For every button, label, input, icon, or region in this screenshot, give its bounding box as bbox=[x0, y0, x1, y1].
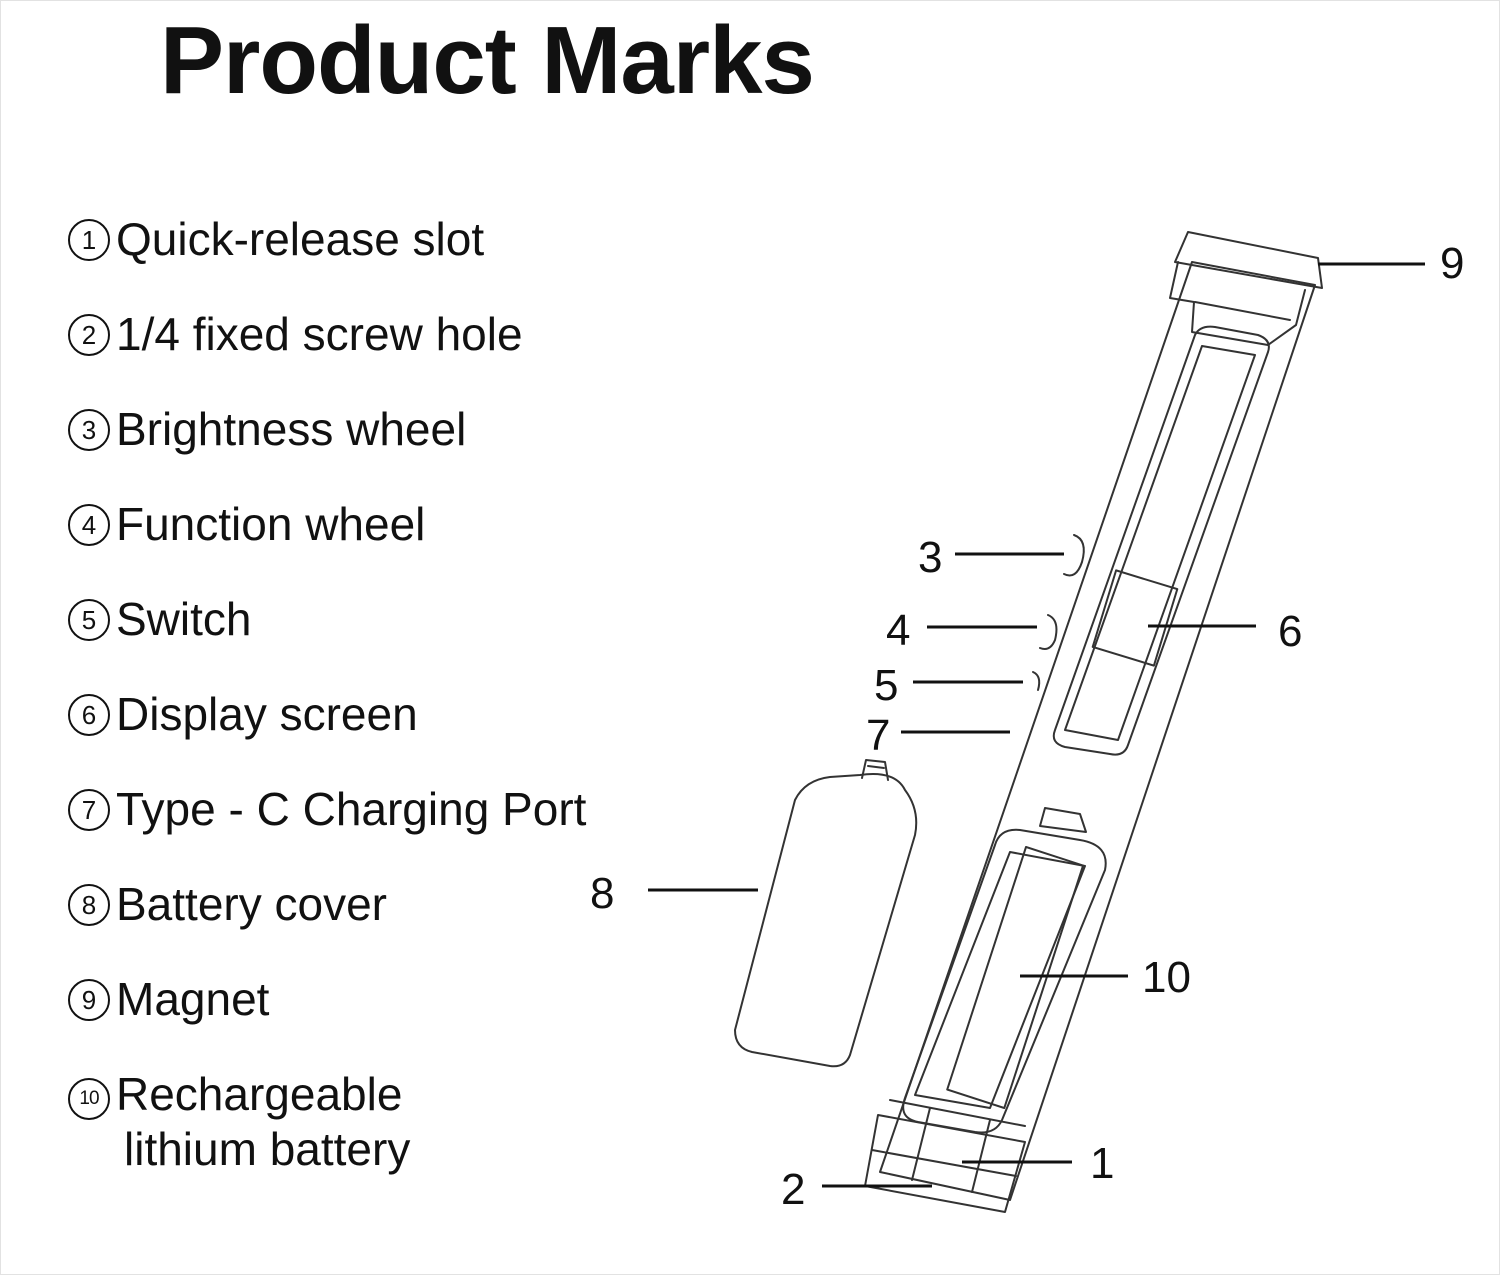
side-controls bbox=[1032, 534, 1085, 691]
legend-number: 2 bbox=[68, 314, 110, 356]
legend-number: 10 bbox=[68, 1078, 110, 1120]
page-title: Product Marks bbox=[160, 7, 815, 114]
battery-compartment bbox=[902, 807, 1107, 1134]
callout-2: 2 bbox=[781, 1165, 805, 1214]
callout-5: 5 bbox=[874, 661, 898, 710]
legend-number: 8 bbox=[68, 884, 110, 926]
callout-6: 6 bbox=[1278, 607, 1302, 656]
legend-label: Type - C Charging Port bbox=[116, 783, 587, 835]
callout-3: 3 bbox=[918, 533, 942, 582]
legend-label: Function wheel bbox=[116, 498, 426, 550]
light-body bbox=[864, 231, 1323, 1213]
callout-1: 1 bbox=[1090, 1139, 1114, 1188]
callout-8: 8 bbox=[590, 869, 614, 918]
legend-number: 9 bbox=[68, 979, 110, 1021]
legend-label: Quick-release slot bbox=[116, 213, 485, 265]
legend-label: Display screen bbox=[116, 688, 418, 740]
display-window bbox=[1052, 325, 1270, 756]
legend-number: 5 bbox=[68, 599, 110, 641]
callout-4: 4 bbox=[886, 606, 910, 655]
legend-number: 6 bbox=[68, 694, 110, 736]
legend-number: 3 bbox=[68, 409, 110, 451]
callout-7: 7 bbox=[866, 711, 890, 760]
battery bbox=[946, 845, 1085, 1110]
legend-number: 7 bbox=[68, 789, 110, 831]
callout-10: 10 bbox=[1142, 953, 1191, 1002]
legend-label-continued: lithium battery bbox=[124, 1123, 411, 1175]
legend-label: 1/4 fixed screw hole bbox=[116, 308, 523, 360]
callout-leaders bbox=[648, 262, 1425, 1188]
legend-number: 1 bbox=[68, 219, 110, 261]
legend-label: Switch bbox=[116, 593, 252, 645]
legend-number: 4 bbox=[68, 504, 110, 546]
battery-cover bbox=[734, 759, 918, 1068]
legend-label: Rechargeable bbox=[116, 1068, 403, 1120]
legend-label: Magnet bbox=[116, 973, 270, 1025]
callout-9: 9 bbox=[1440, 239, 1464, 288]
legend-label: Brightness wheel bbox=[116, 403, 467, 455]
legend-label: Battery cover bbox=[116, 878, 387, 930]
